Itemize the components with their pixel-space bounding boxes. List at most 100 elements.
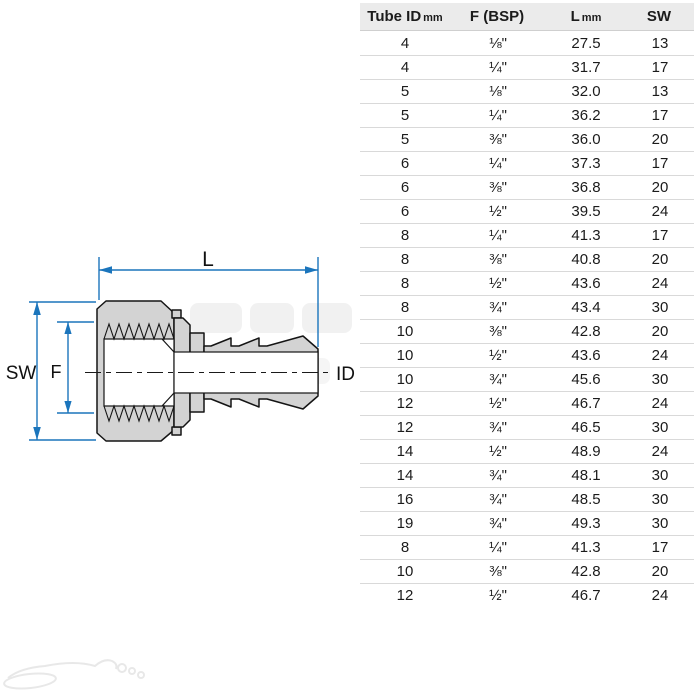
cell-tube-id: 6 (400, 155, 410, 172)
cell-thread-size: ¾" (489, 419, 507, 436)
cell-length: 36.2 (571, 107, 601, 124)
cell-wrench-size: 20 (651, 131, 669, 148)
cell-length: 41.3 (571, 539, 601, 556)
cell-tube-id: 12 (396, 395, 414, 412)
cell-tube-id: 8 (400, 539, 410, 556)
cell-length: 46.5 (571, 419, 601, 436)
header-label: SW (646, 8, 672, 25)
cell-tube-id: 12 (396, 587, 414, 604)
cell-wrench-size: 24 (651, 395, 669, 412)
cell-length: 48.5 (571, 491, 601, 508)
cell-length: 43.6 (571, 347, 601, 364)
faint-logo-sketch (3, 659, 145, 690)
cell-wrench-size: 24 (651, 587, 669, 604)
cell-length: 43.6 (571, 275, 601, 292)
cell-wrench-size: 17 (651, 59, 669, 76)
dimension-F (57, 321, 94, 414)
header-label: Tube ID (367, 8, 422, 25)
table-row: 12 ½" 46.7 24 (360, 391, 694, 415)
insert-chamfer-top (161, 338, 175, 353)
label-L: L (202, 248, 214, 271)
dimension-L (98, 257, 319, 347)
cell-thread-size: ¾" (489, 467, 507, 484)
cell-tube-id: 10 (396, 563, 414, 580)
label-SW: SW (6, 363, 37, 384)
cell-length: 39.5 (571, 203, 601, 220)
dimension-lines (29, 257, 319, 441)
cell-thread-size: ½" (489, 203, 507, 220)
fitting-diagram: L SW F ID (3, 248, 355, 690)
cell-tube-id: 6 (400, 203, 410, 220)
cell-tube-id: 8 (400, 275, 410, 292)
cell-wrench-size: 24 (651, 347, 669, 364)
cell-tube-id: 5 (400, 83, 410, 100)
insert-chamfer-bottom (161, 392, 175, 407)
cell-thread-size: ⅛" (489, 34, 507, 52)
cell-tube-id: 4 (400, 34, 410, 52)
cell-thread-size: ¾" (489, 299, 507, 316)
cell-length: 48.9 (571, 443, 601, 460)
watermark (190, 303, 352, 333)
cell-wrench-size: 30 (651, 467, 669, 484)
cell-thread-size: ½" (489, 395, 507, 412)
cell-tube-id: 5 (400, 107, 410, 124)
cell-thread-size: ¼" (489, 155, 507, 172)
column-header-thread: F (BSP) (450, 8, 546, 25)
cell-thread-size: ¼" (489, 107, 507, 124)
cell-tube-id: 14 (396, 443, 414, 460)
cell-thread-size: ⅛" (489, 83, 507, 100)
header-unit: mm (581, 12, 602, 24)
cell-thread-size: ¾" (489, 491, 507, 508)
cell-wrench-size: 17 (651, 107, 669, 124)
cell-wrench-size: 13 (651, 34, 669, 52)
table-row: 5 ¼" 36.2 17 (360, 103, 694, 127)
table-row: 4 ⅛" 27.5 13 (360, 31, 694, 55)
cell-wrench-size: 30 (651, 299, 669, 316)
cell-tube-id: 8 (400, 227, 410, 244)
cell-tube-id: 10 (396, 347, 414, 364)
cell-length: 32.0 (571, 83, 601, 100)
cell-tube-id: 19 (396, 515, 414, 532)
label-F: F (51, 362, 62, 382)
cell-tube-id: 4 (400, 59, 410, 76)
cell-tube-id: 5 (400, 131, 410, 148)
cell-length: 27.5 (571, 34, 601, 52)
cell-length: 46.7 (571, 587, 601, 604)
column-header-wrench-size: SW (626, 8, 694, 25)
cell-length: 46.7 (571, 395, 601, 412)
cell-length: 42.8 (571, 563, 601, 580)
header-label: L (570, 8, 580, 25)
cell-thread-size: ⅜" (489, 179, 507, 196)
cell-length: 40.8 (571, 251, 601, 268)
cell-thread-size: ¼" (489, 59, 507, 76)
cell-wrench-size: 20 (651, 179, 669, 196)
cell-length: 48.1 (571, 467, 601, 484)
cell-wrench-size: 20 (651, 251, 669, 268)
dimension-SW (29, 301, 96, 441)
header-label: F (BSP) (469, 8, 525, 25)
cell-wrench-size: 30 (651, 515, 669, 532)
cell-thread-size: ½" (489, 275, 507, 292)
